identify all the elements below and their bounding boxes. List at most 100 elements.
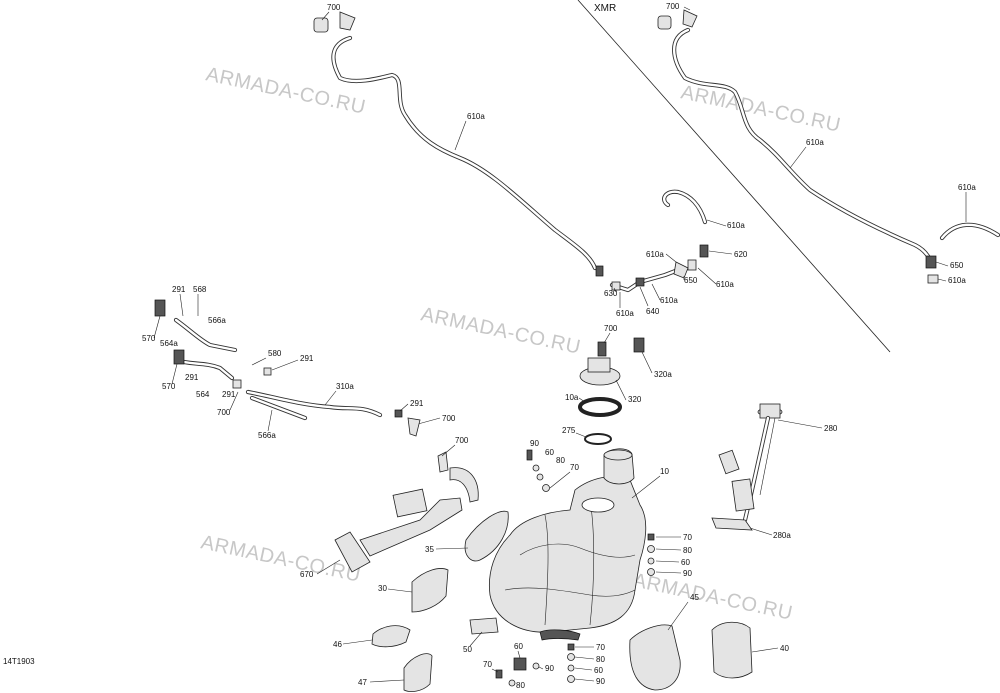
callout-70: 70	[483, 660, 492, 669]
fuel-tank-10	[489, 448, 647, 641]
callout-10a: 10a	[565, 393, 579, 402]
callout-610a: 610a	[806, 138, 824, 147]
vent-assembly-center	[595, 189, 709, 293]
hardware-stack-b	[647, 533, 655, 576]
vent-valve-650-right	[925, 255, 937, 269]
callout-610a: 610a	[660, 296, 678, 305]
clip-700-mid	[407, 417, 421, 437]
callout-610a: 610a	[948, 276, 966, 285]
callout-610a: 610a	[646, 250, 664, 259]
float-arm-280a	[711, 517, 753, 531]
callout-630: 630	[604, 289, 618, 298]
watermark-3: ARMADA-CO.RU	[419, 303, 583, 358]
callout-291: 291	[172, 285, 186, 294]
callout-80: 80	[516, 681, 525, 690]
fuel-pump-flange-group	[578, 337, 645, 445]
pad-47	[403, 653, 433, 692]
callout-566a: 566a	[258, 431, 276, 440]
callout-291: 291	[185, 373, 199, 382]
callout-610a: 610a	[958, 183, 976, 192]
callout-700: 700	[217, 408, 231, 417]
callout-280a: 280a	[773, 531, 791, 540]
callout-570: 570	[142, 334, 156, 343]
callout-50: 50	[463, 645, 472, 654]
callout-564a: 564a	[160, 339, 178, 348]
callout-700: 700	[455, 436, 469, 445]
callout-320a: 320a	[654, 370, 672, 379]
callout-40: 40	[780, 644, 789, 653]
pad-40	[711, 621, 753, 679]
callout-564: 564	[196, 390, 210, 399]
hardware-stack-a	[526, 449, 550, 492]
callout-610a: 610a	[467, 112, 485, 121]
callout-700: 700	[666, 2, 680, 11]
callout-310a: 310a	[336, 382, 354, 391]
callout-60: 60	[594, 666, 603, 675]
watermark-2: ARMADA-CO.RU	[679, 81, 843, 136]
callout-60: 60	[545, 448, 554, 457]
shield-45	[629, 624, 681, 691]
callout-70: 70	[683, 533, 692, 542]
vent-valve-620	[699, 244, 709, 258]
callout-291: 291	[410, 399, 424, 408]
gasket-275	[584, 433, 612, 445]
lock-ring-10a	[578, 397, 622, 417]
callout-650: 650	[684, 276, 698, 285]
callout-80: 80	[596, 655, 605, 664]
callout-700: 700	[327, 3, 341, 12]
pad-50	[469, 617, 499, 635]
callout-580: 580	[268, 349, 282, 358]
callout-566a: 566a	[208, 316, 226, 325]
callout-90: 90	[545, 664, 554, 673]
callout-650: 650	[950, 261, 964, 270]
callout-70: 70	[596, 643, 605, 652]
callout-700: 700	[604, 324, 618, 333]
callout-610a: 610a	[727, 221, 745, 230]
callout-80: 80	[683, 546, 692, 555]
vent-hose-right	[657, 9, 1000, 284]
vent-clip-700-top-right	[657, 15, 672, 30]
callout-10: 10	[660, 467, 669, 476]
xmr-section-label: XMR	[594, 3, 616, 14]
connector-320a	[633, 337, 645, 353]
bracket-670	[334, 531, 371, 573]
callout-280: 280	[824, 424, 838, 433]
pad-46	[371, 625, 411, 648]
vent-clip-700-top-left	[313, 17, 329, 33]
callout-700: 700	[442, 414, 456, 423]
vent-hose-left	[313, 11, 598, 271]
callout-640: 640	[646, 307, 660, 316]
tank-support-bracket	[334, 451, 479, 573]
fuel-pump-sender-280	[711, 403, 783, 531]
callout-90: 90	[596, 677, 605, 686]
callout-60: 60	[514, 642, 523, 651]
callout-60: 60	[681, 558, 690, 567]
callout-610a: 610a	[716, 280, 734, 289]
callout-80: 80	[556, 456, 565, 465]
callout-320: 320	[628, 395, 642, 404]
shield-30	[411, 568, 449, 613]
callout-670: 670	[300, 570, 314, 579]
callout-291: 291	[222, 390, 236, 399]
watermark-1: ARMADA-CO.RU	[204, 63, 368, 118]
callout-620: 620	[734, 250, 748, 259]
callout-90: 90	[530, 439, 539, 448]
callout-610a: 610a	[616, 309, 634, 318]
callout-70: 70	[570, 463, 579, 472]
watermark-5: ARMADA-CO.RU	[631, 569, 795, 624]
xmr-divider-line	[577, 0, 891, 353]
callout-291: 291	[300, 354, 314, 363]
callout-570: 570	[162, 382, 176, 391]
fuel-connector-570-bottom	[173, 349, 185, 365]
callout-275: 275	[562, 426, 576, 435]
callout-568: 568	[193, 285, 207, 294]
drawing-code: 14T1903	[3, 657, 35, 666]
fuel-connector-570-top	[154, 299, 166, 317]
callout-47: 47	[358, 678, 367, 687]
shield-35	[464, 510, 509, 562]
callout-46: 46	[333, 640, 342, 649]
callout-45: 45	[690, 593, 699, 602]
callout-90: 90	[683, 569, 692, 578]
